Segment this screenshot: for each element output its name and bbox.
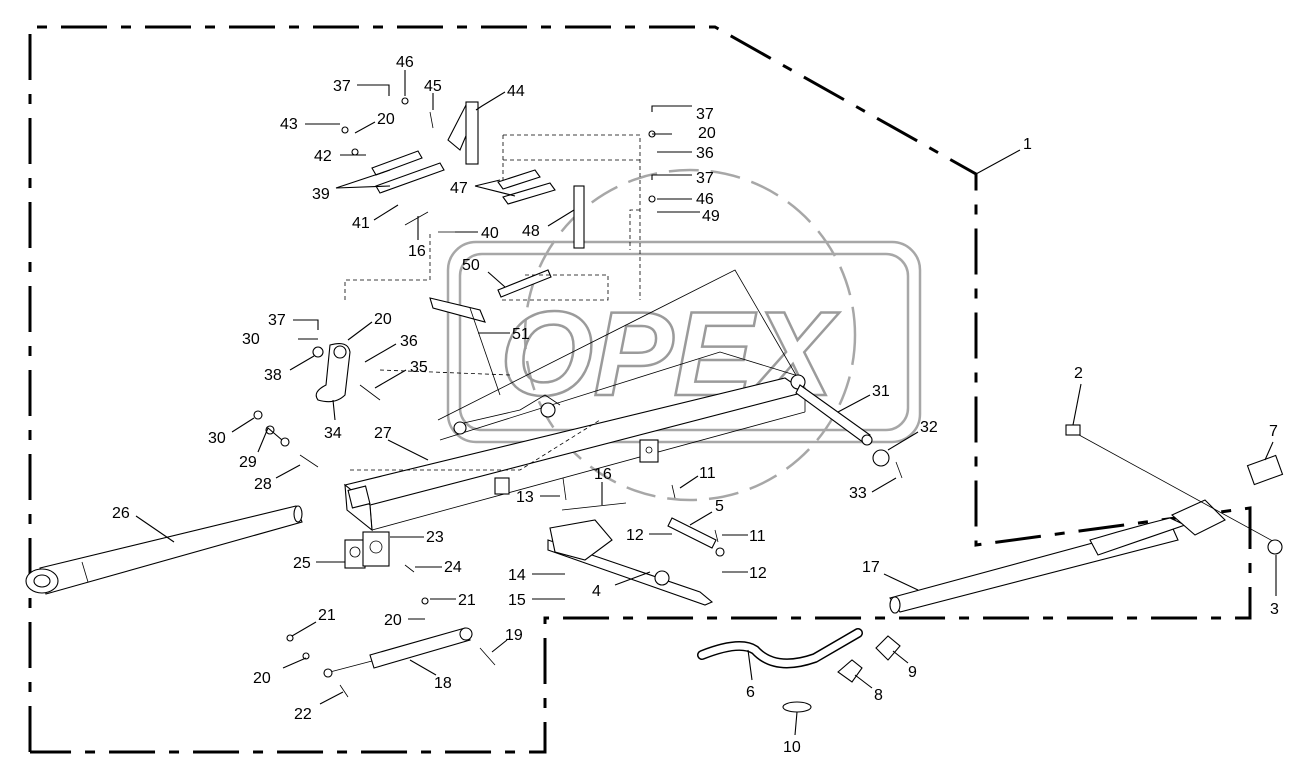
callout-36-right: 36	[696, 145, 714, 162]
callout-labels: 1 2 3 4 5 6 7 8 9 10 11 11 12 12 13 14 1	[112, 54, 1279, 756]
callout-7: 7	[1269, 423, 1278, 440]
callout-36-left: 36	[400, 333, 418, 350]
callout-28: 28	[254, 476, 272, 493]
callout-23: 23	[426, 529, 444, 546]
callout-44: 44	[507, 83, 525, 100]
callout-20-lower: 20	[384, 612, 402, 629]
jack-assembly	[547, 477, 725, 606]
assembly-boundary-frame	[28, 25, 1252, 754]
callout-15: 15	[508, 592, 526, 609]
callout-26: 26	[112, 505, 130, 522]
watermark-gear-outline	[523, 168, 857, 502]
callout-12-lower: 12	[749, 565, 767, 582]
callout-29: 29	[239, 454, 257, 471]
callout-20-top: 20	[377, 111, 395, 128]
callout-22: 22	[294, 706, 312, 723]
callout-20-bottom: 20	[253, 670, 271, 687]
callout-21-right: 21	[458, 592, 476, 609]
callout-20-right: 20	[698, 125, 716, 142]
callout-45: 45	[424, 78, 442, 95]
callout-42: 42	[314, 148, 332, 165]
callout-33: 33	[849, 485, 867, 502]
callout-46-right: 46	[696, 191, 714, 208]
callout-49: 49	[702, 208, 720, 225]
callout-16-upper: 16	[408, 243, 426, 260]
callout-38: 38	[264, 367, 282, 384]
callout-3: 3	[1270, 601, 1279, 618]
gas-strut-18	[286, 597, 496, 698]
callout-13: 13	[516, 489, 534, 506]
callout-19: 19	[505, 627, 523, 644]
callout-46-top: 46	[396, 54, 414, 71]
hose-and-clips	[697, 628, 901, 713]
callout-37-right-b: 37	[696, 170, 714, 187]
main-frame-assembly	[343, 269, 873, 532]
callout-48: 48	[522, 223, 540, 240]
callout-37-top: 37	[333, 78, 351, 95]
callout-37-right-a: 37	[696, 106, 714, 123]
callout-30-upper: 30	[242, 331, 260, 348]
callout-14: 14	[508, 567, 526, 584]
callout-40: 40	[481, 225, 499, 242]
callout-32: 32	[920, 419, 938, 436]
clamp-blocks	[344, 531, 415, 573]
callout-35: 35	[410, 359, 428, 376]
callout-37-left: 37	[268, 312, 286, 329]
callout-1: 1	[1023, 136, 1032, 153]
watermark-frame	[446, 240, 922, 444]
assembly-guide-lines	[344, 134, 641, 471]
callout-12-upper: 12	[626, 527, 644, 544]
callout-24: 24	[444, 559, 462, 576]
callout-18: 18	[434, 675, 452, 692]
callout-17: 17	[862, 559, 880, 576]
tow-bar-26	[25, 505, 303, 595]
callout-47: 47	[450, 180, 468, 197]
callout-39: 39	[312, 186, 330, 203]
callout-21-left: 21	[318, 607, 336, 624]
callout-27: 27	[374, 425, 392, 442]
callout-9: 9	[908, 664, 917, 681]
callout-51: 51	[512, 326, 530, 343]
callout-8: 8	[874, 687, 883, 704]
callout-6: 6	[746, 684, 755, 701]
callout-25: 25	[293, 555, 311, 572]
watermark-text: OPEX	[500, 287, 840, 421]
callout-16-lower: 16	[594, 466, 612, 483]
callout-50: 50	[462, 257, 480, 274]
callout-34: 34	[324, 425, 342, 442]
callout-2: 2	[1074, 365, 1083, 382]
callout-30-lower: 30	[208, 430, 226, 447]
drawbar-assembly	[872, 424, 1284, 614]
callout-41: 41	[352, 215, 370, 232]
bracket-hardware	[253, 97, 656, 468]
callout-4: 4	[592, 583, 601, 600]
callout-11-lower: 11	[749, 528, 766, 545]
callout-20-mid: 20	[374, 311, 392, 328]
watermark-logo: OPEX	[446, 168, 922, 502]
callout-43: 43	[280, 116, 298, 133]
callout-11-upper: 11	[699, 465, 716, 482]
callout-31: 31	[872, 383, 890, 400]
callout-5: 5	[715, 498, 724, 515]
callout-10: 10	[783, 739, 801, 756]
